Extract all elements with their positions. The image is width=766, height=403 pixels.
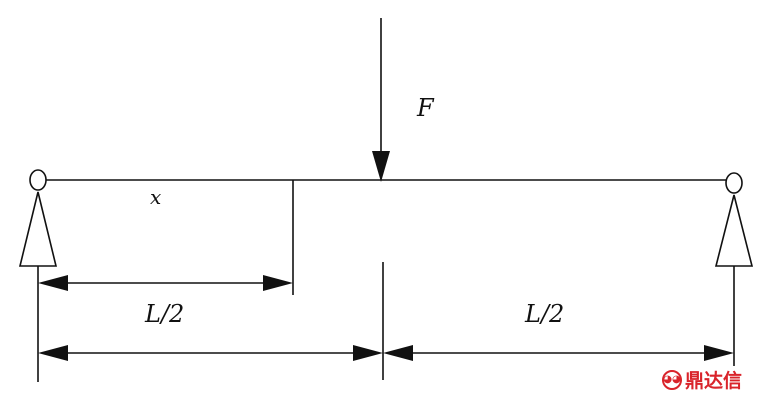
right-half-start-arrowhead-icon — [383, 345, 413, 361]
left-pin-support-icon — [18, 169, 58, 267]
right-half-span-label: L/2 — [524, 300, 564, 328]
x-dim-left-arrowhead-icon — [38, 275, 68, 291]
left-half-span-label: L/2 — [144, 300, 184, 328]
position-label: x — [150, 185, 161, 209]
left-half-end-arrowhead-icon — [353, 345, 383, 361]
watermark: ◕◕ 鼎达信 — [662, 366, 742, 393]
mask-logo-icon: ◕◕ — [662, 369, 682, 390]
force-arrowhead-icon — [372, 151, 390, 182]
x-dim-right-arrowhead-icon — [263, 275, 293, 291]
left-half-start-arrowhead-icon — [38, 345, 68, 361]
force-label: F — [416, 94, 435, 122]
watermark-text: 鼎达信 — [685, 370, 743, 392]
right-half-end-arrowhead-icon — [704, 345, 734, 361]
right-pin-support-icon — [714, 172, 754, 267]
